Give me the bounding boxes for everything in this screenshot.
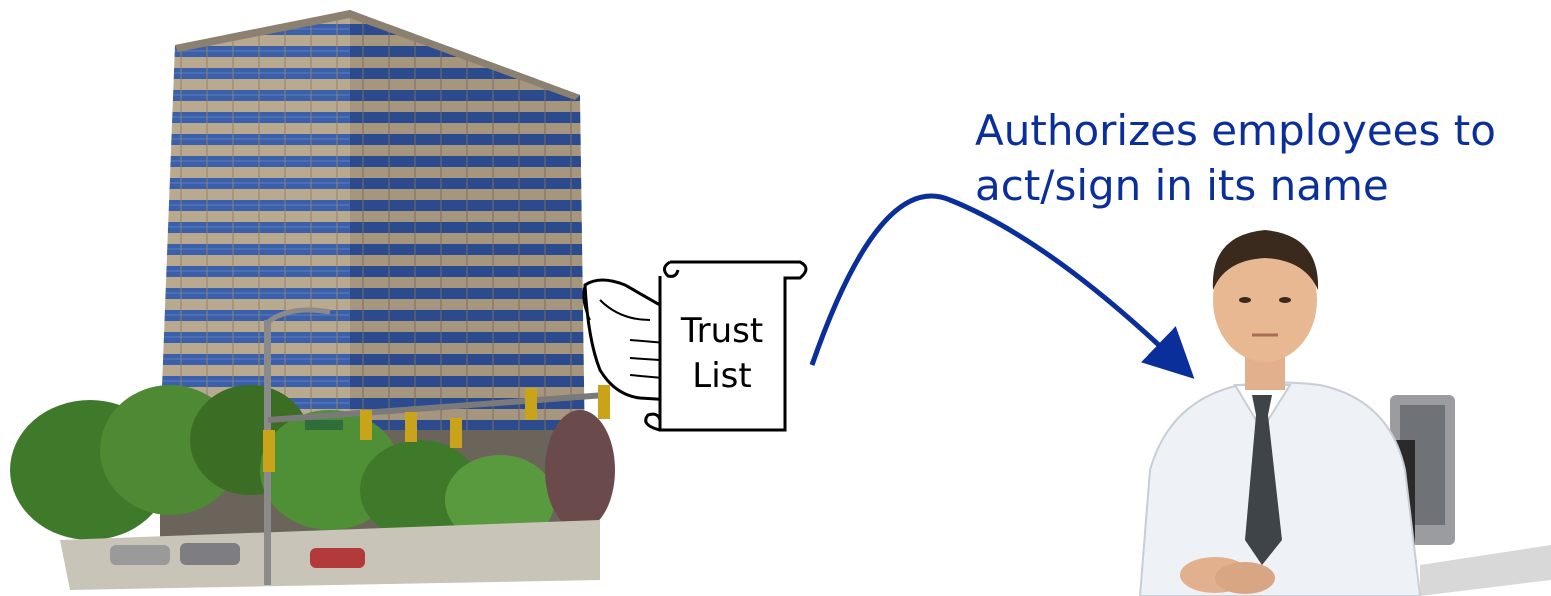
scroll-document-icon: [644, 260, 808, 432]
curved-arrow-icon: [809, 193, 1195, 379]
caption-line2: act/sign in its name: [975, 161, 1389, 210]
caption-line1: Authorizes employees to: [975, 106, 1496, 155]
seated-employee-icon: [1138, 230, 1551, 596]
office-building-icon: [10, 10, 615, 590]
scroll-title-line1: Trust: [680, 311, 763, 351]
scroll-title-line2: List: [692, 356, 751, 396]
